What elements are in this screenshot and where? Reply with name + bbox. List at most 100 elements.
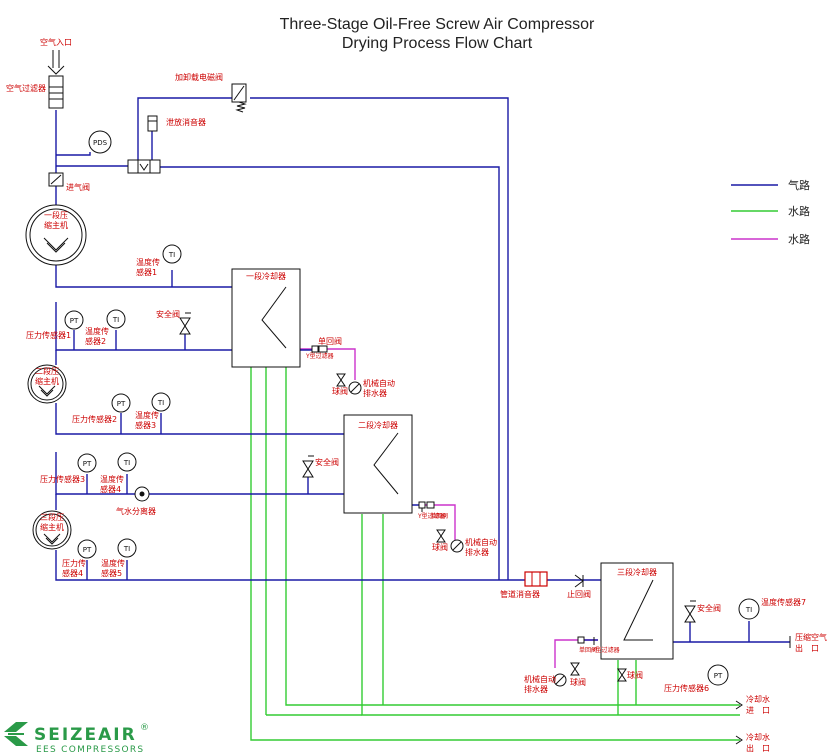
legend-label-drain: 水路 <box>788 233 810 246</box>
safety-valve3 <box>684 600 696 623</box>
check-valve4-label: 单回阀 <box>579 646 597 654</box>
pds-label: PDS <box>93 139 108 147</box>
check-valve2-label: 单回阀 <box>430 512 448 520</box>
auto-drain2-label-b: 排水器 <box>465 547 489 557</box>
control-valve-block <box>127 159 161 174</box>
stage2-label-a: 二段压 <box>35 366 59 376</box>
temp-sensor3-label-a: 温度传 <box>135 410 159 420</box>
title-line1: Three-Stage Oil-Free Screw Air Compresso… <box>280 16 595 33</box>
check-valve3-label: 止回阀 <box>567 589 591 599</box>
stage1-compressor <box>25 204 87 266</box>
logo-tagline: EES COMPRESSORS <box>36 745 144 755</box>
check-valve3 <box>574 574 584 588</box>
temp-sensor1-tag: TI <box>168 251 175 259</box>
pipe-silencer-label: 管道消音器 <box>500 589 540 599</box>
stage2-compressor <box>27 364 67 404</box>
vent-silencer-label: 泄放消音器 <box>166 117 206 127</box>
auto-drain1 <box>348 381 362 395</box>
auto-drain1-label-a: 机械自动 <box>363 378 395 388</box>
safety-valve1 <box>179 312 191 335</box>
pressure-sensor1-tag: PT <box>70 317 79 325</box>
temp-sensor7-label: 温度传感器7 <box>761 597 806 607</box>
air-inlet-label: 空气入口 <box>40 37 72 47</box>
safety-valve3-label: 安全阀 <box>697 603 721 613</box>
auto-drain2 <box>450 539 464 553</box>
temp-sensor4-label-a: 温度传 <box>100 474 124 484</box>
pressure-sensor2-label: 压力传感器2 <box>72 414 117 424</box>
separator-label: 气水分离器 <box>116 506 156 516</box>
temp-sensor1 <box>162 244 182 264</box>
cooler2 <box>343 414 413 514</box>
stage1-label-a: 一段压 <box>44 210 68 220</box>
pressure-sensor2 <box>111 393 131 413</box>
air-outlet-label-a: 压缩空气 <box>795 632 827 642</box>
cooler3 <box>600 562 674 660</box>
ball-valve3 <box>570 662 580 676</box>
water-out-label-b: 出 口 <box>746 743 770 753</box>
temp-sensor7 <box>738 598 760 620</box>
air-piping <box>55 97 790 643</box>
legend-label-water: 水路 <box>788 205 810 218</box>
logo-name: SEIZEAIR <box>34 725 137 745</box>
water-in-label-a: 冷却水 <box>746 694 770 704</box>
temp-sensor5-tag: TI <box>123 545 130 553</box>
pressure-sensor6 <box>707 664 729 686</box>
pressure-sensor4 <box>77 539 97 559</box>
stage3-label-a: 三段压 <box>40 512 64 522</box>
legend: 气路 水路 水路 <box>731 178 810 246</box>
safety-valve1-label: 安全阀 <box>156 309 180 319</box>
pressure-sensor4-label-a: 压力传 <box>62 558 86 568</box>
ball-valve3-label: 球阀 <box>570 677 586 687</box>
stage1-label-b: 缩主机 <box>44 220 68 230</box>
temp-sensor2-label-b: 感器2 <box>85 336 106 346</box>
y-filter3-label: Y型过滤器 <box>591 646 620 654</box>
water-in-label-b: 进 口 <box>746 706 770 715</box>
pressure-sensor1-label: 压力传感器1 <box>26 330 71 340</box>
temp-sensor3 <box>151 392 171 412</box>
air-filter-label: 空气过滤器 <box>6 83 46 93</box>
air-filter <box>48 75 64 109</box>
temp-sensor5 <box>117 538 137 558</box>
air-outlet-label-b: 出 口 <box>795 643 819 653</box>
check-valve1 <box>311 345 328 353</box>
vent-silencer <box>147 115 158 132</box>
auto-drain3-label-b: 排水器 <box>524 684 548 694</box>
pressure-sensor1 <box>64 310 84 330</box>
pressure-sensor3 <box>77 453 97 473</box>
temp-sensor1-label-b: 感器1 <box>136 267 157 277</box>
title-line2: Drying Process Flow Chart <box>342 35 533 52</box>
temp-sensor1-label-a: 温度传 <box>136 257 160 267</box>
temp-sensor5-label-a: 温度传 <box>101 558 125 568</box>
temp-sensor4-label-b: 感器4 <box>100 484 121 494</box>
stage3-label-b: 缩主机 <box>40 522 64 532</box>
temp-sensor3-label-b: 感器3 <box>135 420 156 430</box>
auto-drain2-label-a: 机械自动 <box>465 537 497 547</box>
temp-sensor5-label-b: 感器5 <box>101 568 122 578</box>
pressure-sensor4-label-b: 感器4 <box>62 568 83 578</box>
stage2-label-b: 缩主机 <box>35 376 59 386</box>
safety-valve2 <box>302 455 314 478</box>
pressure-sensor4-tag: PT <box>83 546 92 554</box>
ball-valve1-label: 球阀 <box>332 386 348 396</box>
water-out-arrow <box>735 735 743 745</box>
cooler2-label: 二段冷却器 <box>358 420 398 430</box>
logo-registered: ® <box>140 723 149 733</box>
check-valve1-label: 单回阀 <box>318 336 342 346</box>
check-valve4 <box>577 636 585 644</box>
temp-sensor7-tag: TI <box>745 606 752 614</box>
temp-sensor4 <box>117 452 137 472</box>
pressure-sensor6-tag: PT <box>714 672 723 680</box>
water-out-label-a: 冷却水 <box>746 732 770 742</box>
temp-sensor2 <box>106 309 126 329</box>
loading-solenoid-valve <box>231 83 247 113</box>
pressure-sensor2-tag: PT <box>117 400 126 408</box>
temp-sensor2-label-a: 温度传 <box>85 326 109 336</box>
ball-valve4 <box>617 668 627 682</box>
water-piping <box>250 367 740 741</box>
water-separator <box>134 486 150 502</box>
water-in-arrow <box>735 700 743 710</box>
auto-drain3-label-a: 机械自动 <box>524 674 556 684</box>
cooler1 <box>231 268 301 368</box>
temp-sensor2-tag: TI <box>112 316 119 324</box>
